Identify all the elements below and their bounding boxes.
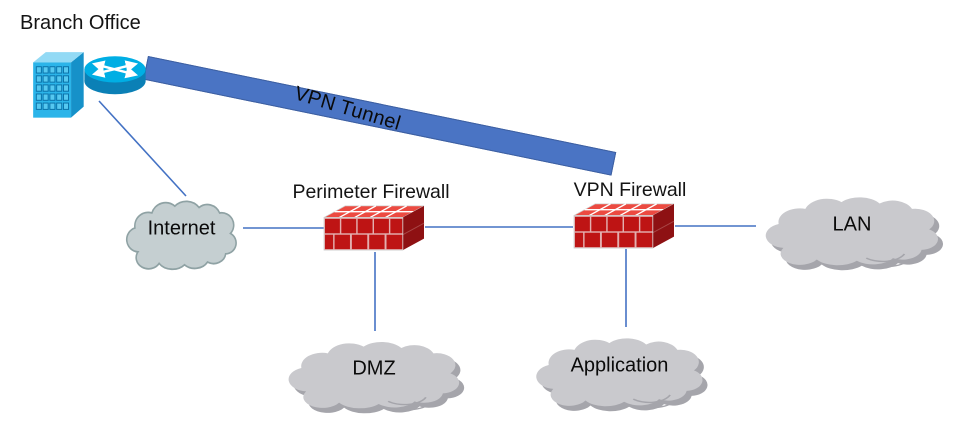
branch-office-label: Branch Office [20, 12, 141, 34]
office-building-icon [33, 52, 84, 118]
vpn-firewall-label: VPN Firewall [573, 179, 687, 201]
perimeter-firewall-label: Perimeter Firewall [292, 181, 450, 203]
perimeter-firewall-icon [323, 205, 425, 251]
connector-branch-internet [98, 100, 187, 197]
vpn-firewall-icon [573, 203, 675, 249]
router-icon [84, 56, 146, 95]
connector-line-group [98, 100, 756, 331]
